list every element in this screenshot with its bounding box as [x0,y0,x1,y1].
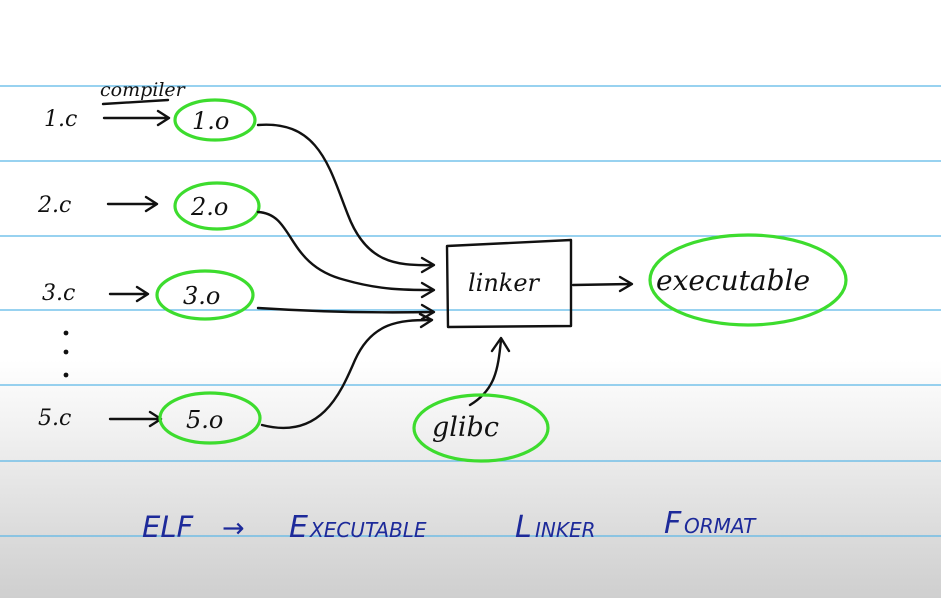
glibc-arrow [468,336,511,407]
ellipsis-dots [63,330,69,378]
link-curve-1 [256,123,434,267]
caption-elf: ELF [142,510,194,544]
caption-format-rest: ORMAT [684,514,757,538]
object-file-2: 2.o [190,193,228,221]
compile-arrow-2 [106,195,159,213]
compiler-label: compiler [100,79,187,101]
ellipsis-text: . . . [0,0,2,1]
source-file-5: 5.c [38,406,71,431]
glibc-highlight [412,393,550,463]
object-file-3-highlight [155,269,255,321]
link-arrowhead-5 [418,312,434,329]
compiler-underline [101,98,170,106]
caption-arrow: → [222,513,245,544]
caption-executable-rest: XECUTABLE [309,518,427,542]
link-arrowhead-2 [420,281,436,299]
source-file-1: 1.c [44,107,77,132]
object-file-5: 5.o [186,406,223,434]
source-file-2: 2.c [37,193,71,218]
link-arrowhead-1 [420,256,436,274]
compile-arrow-1 [102,109,171,127]
caption-linker-initial: L [515,510,532,545]
linker-label: linker [468,269,541,297]
caption: ELF → E XECUTABLE L INKER F ORMAT [142,506,757,545]
ruled-lines [0,85,941,537]
object-file-3: 3.o [183,282,220,310]
caption-format-initial: F [664,506,682,541]
output-arrow [571,275,634,293]
object-file-2-highlight [173,181,261,231]
source-file-3: 3.c [42,281,75,306]
linker-box [445,238,573,329]
compile-arrow-5 [108,410,163,428]
object-file-1: 1.o [192,107,229,135]
caption-linker-rest: INKER [535,518,596,542]
caption-executable-initial: E [289,510,308,545]
object-file-1-highlight [173,98,257,142]
compile-arrow-3 [108,285,150,303]
link-curve-2 [256,210,434,292]
link-curve-3 [256,306,434,314]
object-file-5-highlight [158,391,262,445]
executable-highlight [648,233,848,327]
link-curve-5 [260,318,432,430]
executable-label: executable [656,264,810,297]
glibc-label: glibc [432,412,499,443]
